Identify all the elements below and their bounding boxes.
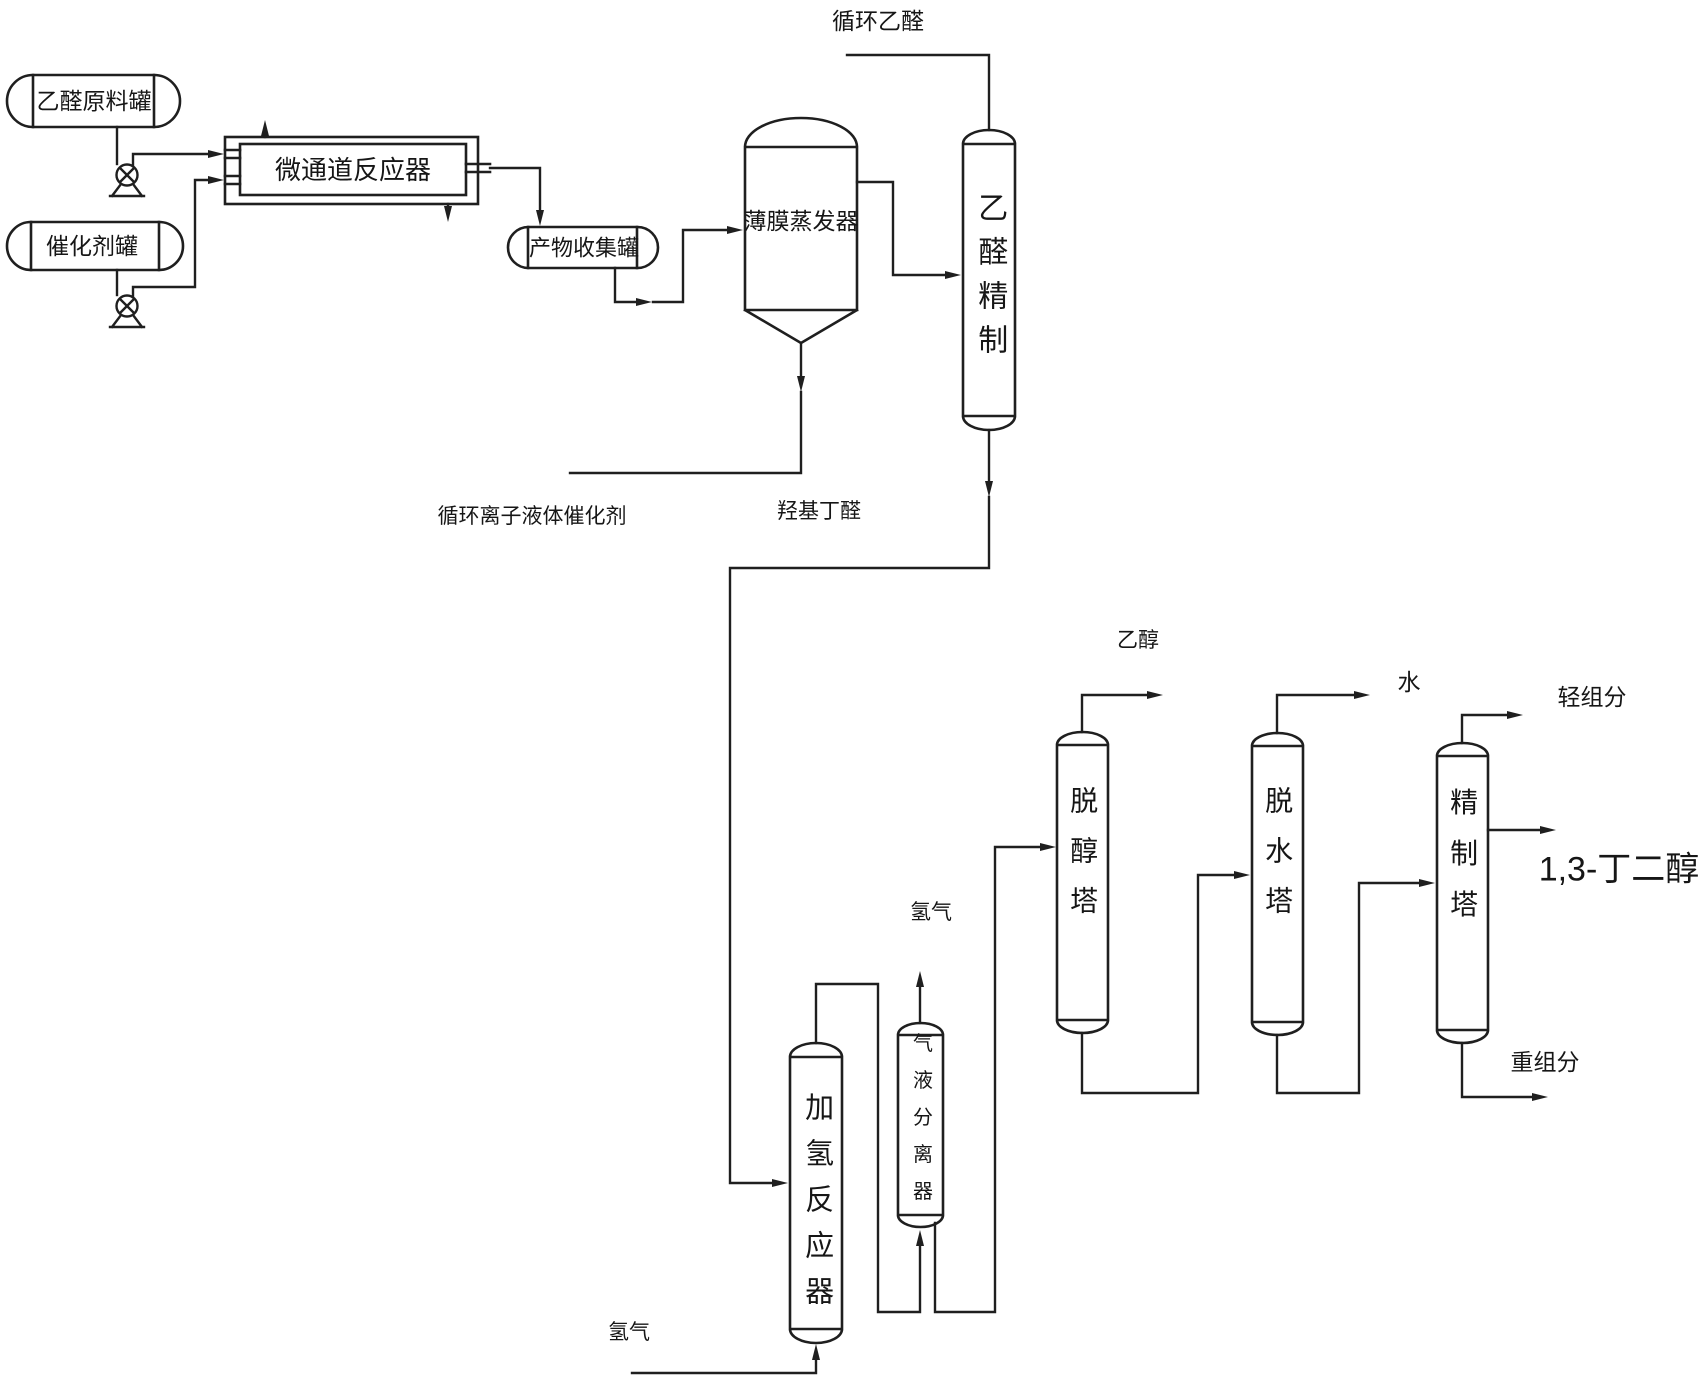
feed-tank-label: 乙醛原料罐 [36, 87, 152, 114]
dehydration-column-label: 脱水塔 [1262, 786, 1294, 936]
hydroxybutyraldehyde-label: 羟基丁醛 [777, 499, 861, 523]
acetaldehyde-refining-column-label: 乙醛精制 [973, 192, 1007, 368]
pipe-light-components-out [1460, 711, 1523, 745]
pipe-heavy-components-out [1460, 1041, 1548, 1101]
feed-pump [108, 163, 146, 198]
pipe-to-evaporator [651, 226, 743, 304]
hydrogen-feed-label: 氢气 [608, 1320, 650, 1344]
heavy-components-label: 重组分 [1510, 1048, 1580, 1075]
pipe-ethanol-out [1080, 691, 1163, 734]
pipe-catalyst-pump-to-reactor [131, 176, 224, 299]
light-components-label: 轻组分 [1557, 683, 1627, 710]
catalyst-pump [108, 294, 146, 329]
pipe-feed-pump-to-reactor [131, 150, 224, 168]
pipe-separator-to-dealcohol-column [933, 843, 1056, 1314]
pipe-acetaldehyde-recycle [845, 53, 991, 132]
ethanol-label: 乙醇 [1117, 628, 1159, 652]
pipe-dehydration-to-refining [1275, 879, 1435, 1095]
pipe-product-tank-outlet [613, 266, 652, 306]
product-collection-tank-label: 产物收集罐 [528, 235, 640, 261]
pipe-reactor-to-product-tank [488, 166, 544, 226]
pipe-reactor-to-separator [814, 982, 924, 1314]
product-1-3-butanediol-label: 1,3-丁二醇 [1538, 850, 1700, 889]
pipe-water-out [1275, 691, 1370, 735]
hydrogen-vent-label: 氢气 [910, 900, 952, 924]
catalyst-tank-label: 催化剂罐 [46, 232, 138, 259]
thin-film-evaporator [743, 116, 859, 345]
hydrogenation-reactor-label: 加氢反应器 [800, 1092, 833, 1322]
dealcoholization-column-label: 脱醇塔 [1067, 786, 1099, 936]
product-collection-tank [506, 225, 660, 270]
pipe-hydrogen-feed [630, 1344, 820, 1375]
microchannel-reactor [223, 135, 492, 206]
pipe-dealcohol-to-dehydration [1080, 871, 1250, 1095]
pipe-catalyst-recycle [568, 390, 803, 475]
gas-liquid-separator-label: 气液分离器 [909, 1032, 932, 1218]
recycled-catalyst-label: 循环离子液体催化剂 [437, 504, 627, 528]
recycled-acetaldehyde-label: 循环乙醛 [832, 7, 924, 34]
water-label: 水 [1397, 668, 1421, 695]
feed-tank [5, 73, 182, 129]
refining-column-label: 精制塔 [1447, 787, 1479, 941]
catalyst-tank [5, 220, 185, 272]
pipe-hydroxybutyraldehyde-to-reactor [728, 495, 991, 1187]
thin-film-evaporator-label: 薄膜蒸发器 [743, 207, 859, 234]
microchannel-reactor-label: 微通道反应器 [274, 155, 432, 186]
pipe-evaporator-vapor-to-column [855, 180, 961, 279]
